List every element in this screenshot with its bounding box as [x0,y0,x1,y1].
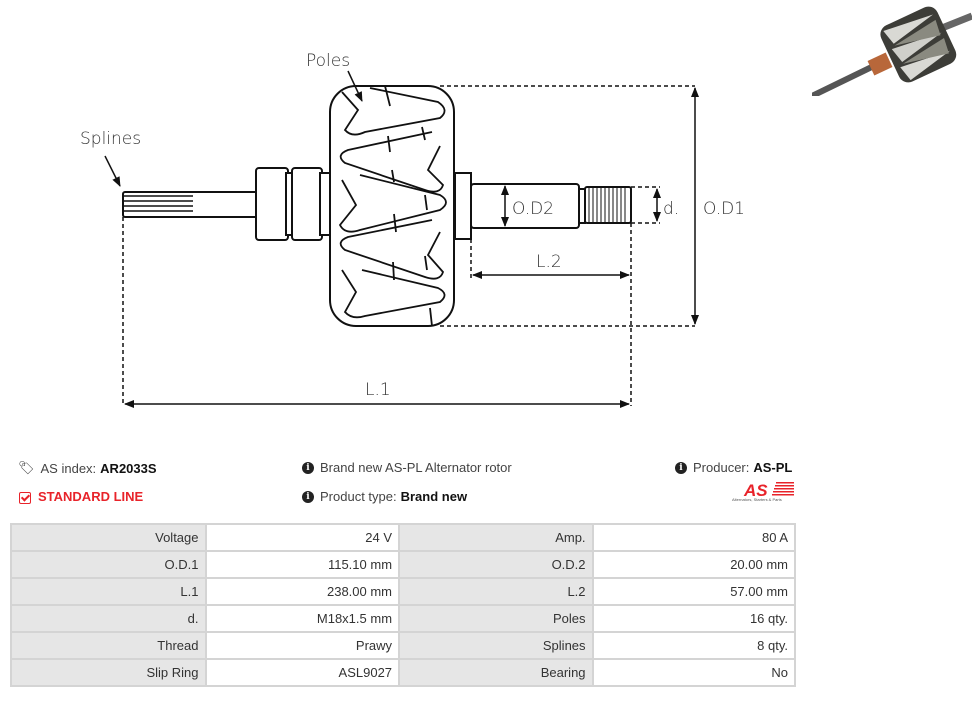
spec-value: 80 A [591,523,797,552]
spec-label: Splines [398,631,594,660]
logo-text: AS [743,481,768,500]
description-text: Brand new AS-PL Alternator rotor [320,460,512,475]
spec-label: Amp. [398,523,594,552]
rotor-body [329,85,455,327]
info-icon: i [302,461,314,474]
as-index: 🏷 AS index: AR2033S [18,460,157,476]
spec-value: 20.00 mm [591,550,797,579]
spec-value: No [591,658,797,687]
spec-label: Slip Ring [10,658,207,687]
standard-line-label: STANDARD LINE [38,489,144,504]
label-od2: O.D2 [512,199,554,219]
poles-pointer [347,70,363,102]
product-type-value: Brand new [400,489,468,504]
label-l1: L.1 [365,380,391,400]
label-d: d. [663,199,679,219]
standard-line-badge: STANDARD LINE [19,489,143,504]
spec-label: O.D.2 [398,550,594,579]
collar-1 [255,167,289,241]
spec-label: O.D.1 [10,550,207,579]
spec-value: M18x1.5 mm [204,604,401,633]
collar-2 [291,167,323,241]
spec-label: Bearing [398,658,594,687]
info-icon: i [675,461,687,474]
product-type: i Product type: Brand new [302,489,467,504]
thread-lines [588,188,626,222]
splines-pointer [104,155,121,187]
spec-value: 8 qty. [591,631,797,660]
threaded-end [584,186,632,224]
spec-label: Poles [398,604,594,633]
description: i Brand new AS-PL Alternator rotor [302,460,512,475]
label-poles: Poles [306,51,350,71]
rotor-technical-drawing: Poles Splines O.D2 d. O.D1 L.2 L.1 [80,51,745,408]
producer-label: Producer: [693,460,750,475]
product-photo[interactable] [812,4,972,96]
spec-label: L.1 [10,577,207,606]
label-l2: L.2 [536,252,562,272]
tags-icon: 🏷 [18,460,35,475]
as-pl-logo[interactable]: AS Alternators, Starters & Parts [730,480,810,502]
label-splines: Splines [80,129,141,149]
spec-value: 115.10 mm [204,550,401,579]
spline-lines [124,195,193,212]
producer-value: AS-PL [753,460,793,475]
spec-label: Thread [10,631,207,660]
info-icon: i [302,490,314,503]
spec-value: ASL9027 [204,658,401,687]
producer: i Producer: AS-PL [675,460,792,475]
as-index-label: AS index: [40,460,97,476]
spec-value: 16 qty. [591,604,797,633]
check-square-icon [19,491,31,504]
spec-label: Voltage [10,523,207,552]
right-collar [454,172,472,240]
spec-label: d. [10,604,207,633]
label-od1: O.D1 [703,199,745,219]
spec-value: Prawy [204,631,401,660]
spec-value: 57.00 mm [591,577,797,606]
product-type-label: Product type: [320,489,397,504]
logo-tagline: Alternators, Starters & Parts [732,497,782,502]
spec-label: L.2 [398,577,594,606]
pole-fingers [338,85,447,327]
as-index-value: AR2033S [100,460,157,476]
spec-value: 24 V [204,523,401,552]
spec-value: 238.00 mm [204,577,401,606]
